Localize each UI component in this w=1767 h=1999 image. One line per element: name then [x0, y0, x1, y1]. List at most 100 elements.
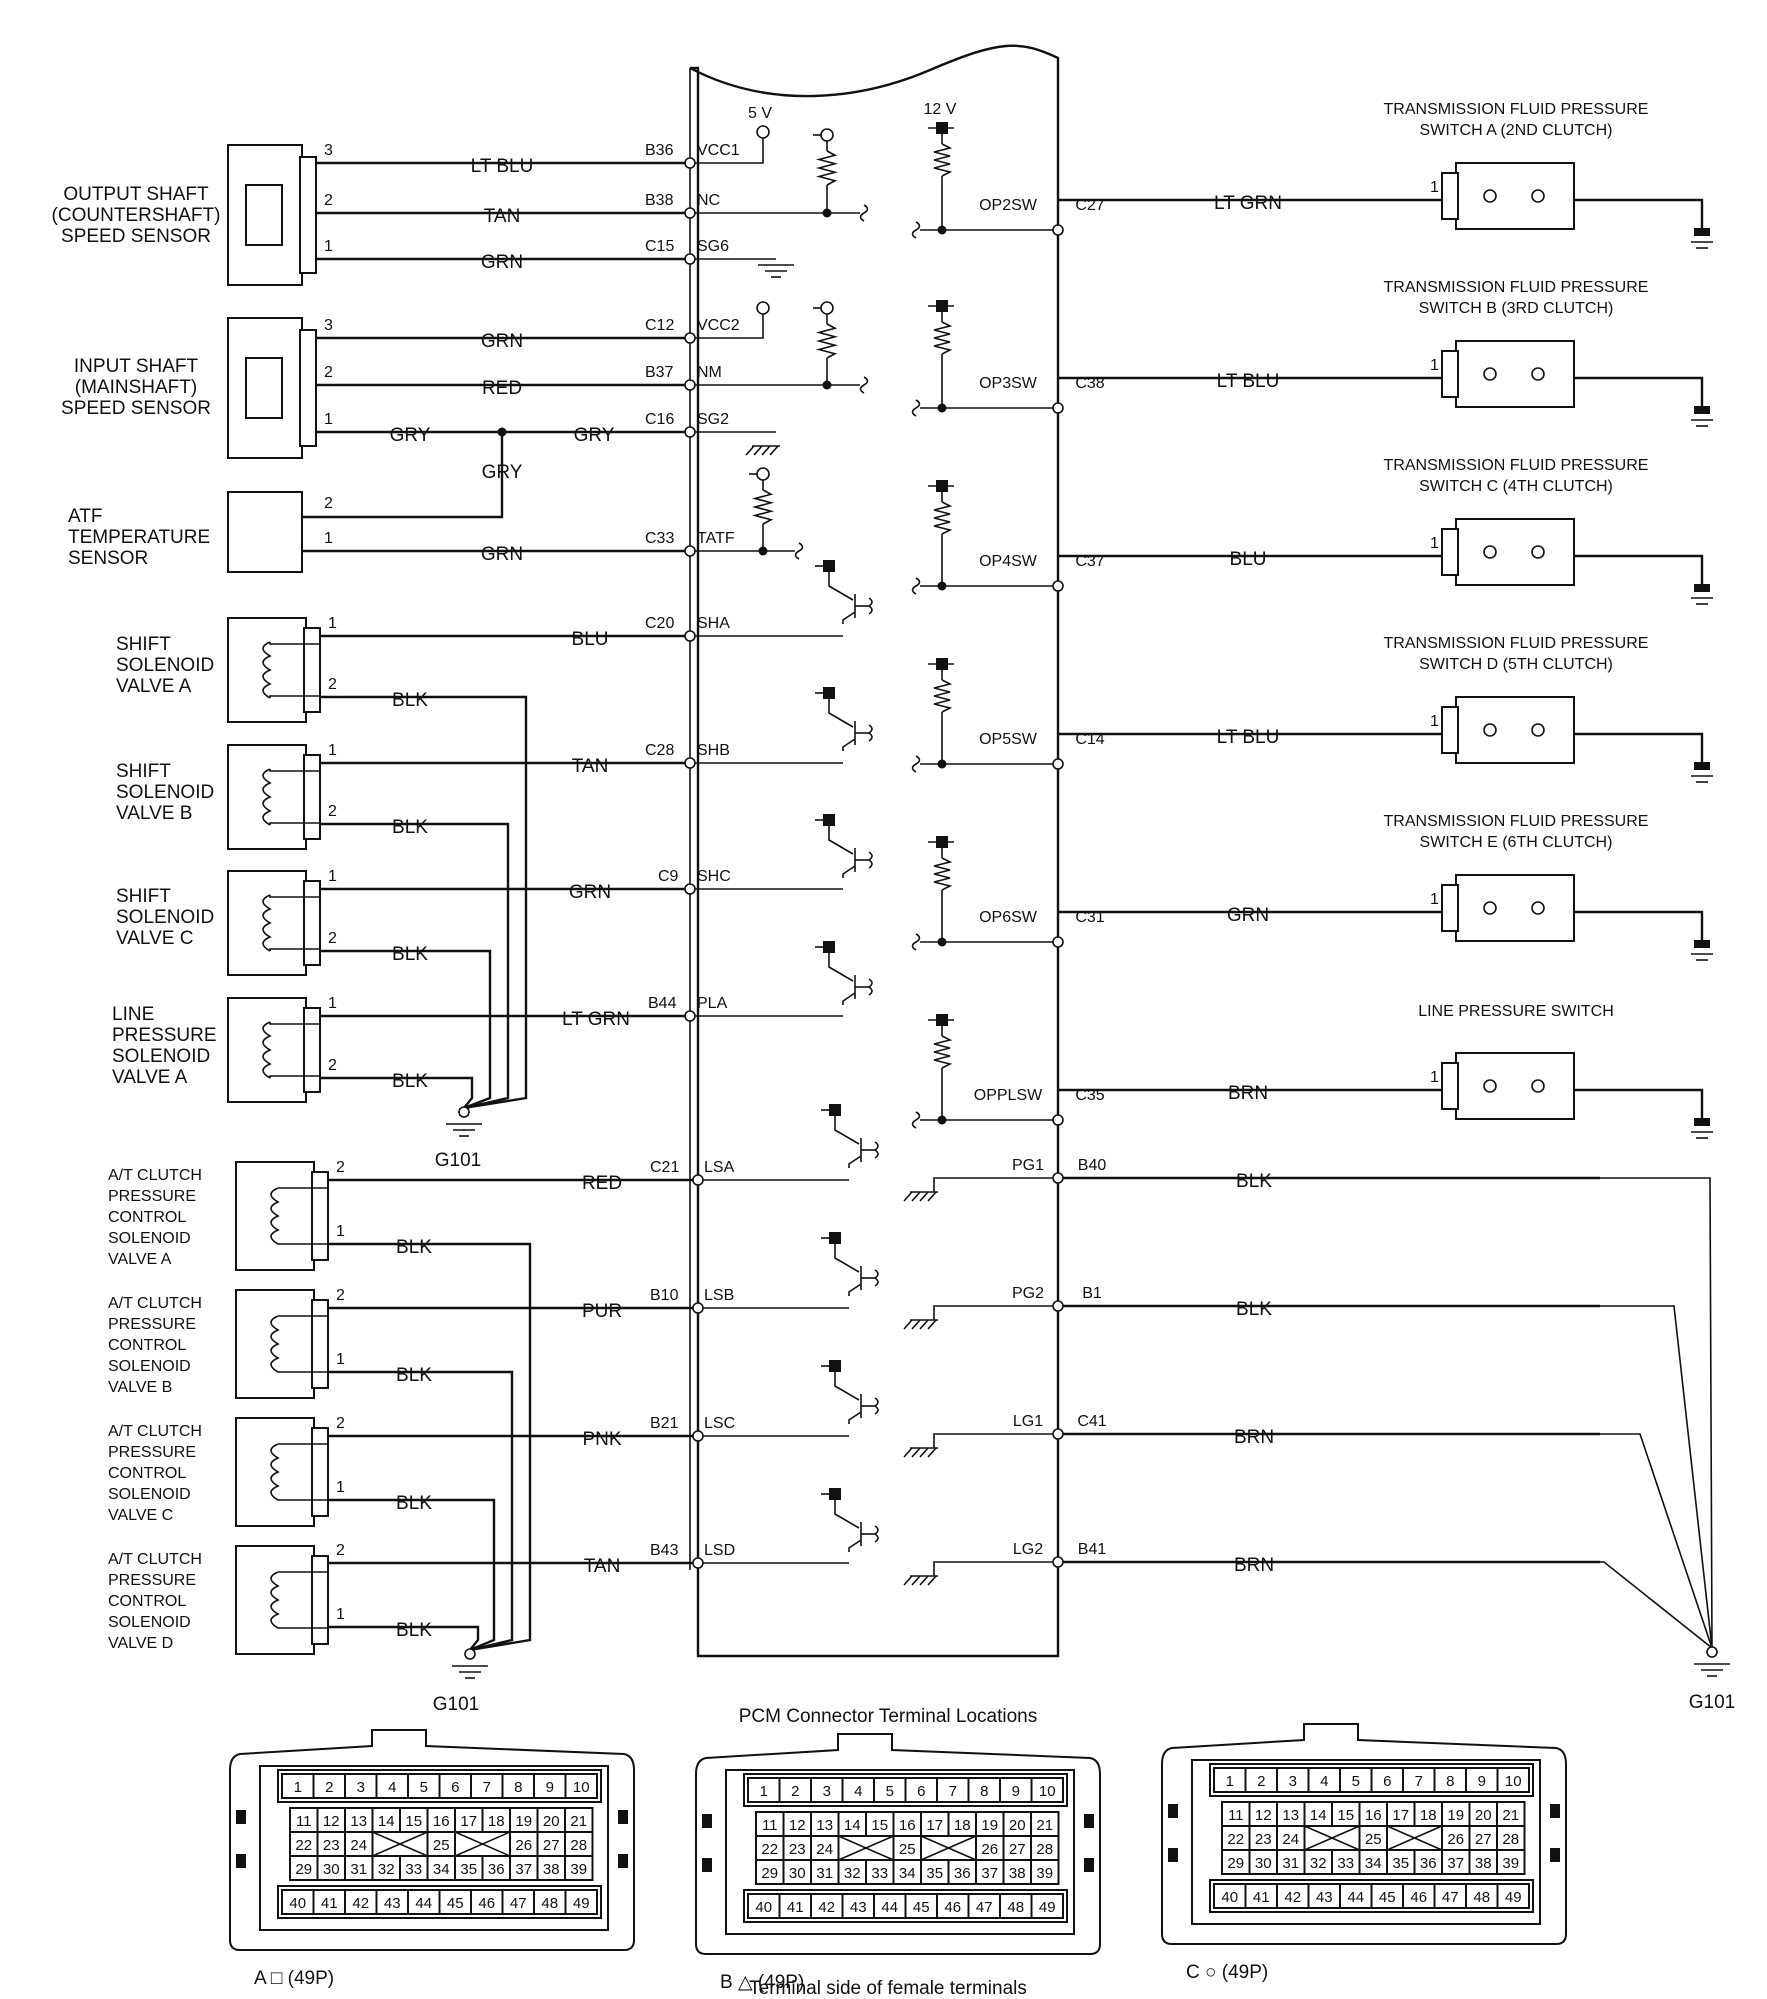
- solenoid-name: SHIFT: [116, 634, 171, 655]
- pcm-terminal-id: B10: [650, 1287, 679, 1304]
- pcm-terminal-id: C12: [645, 317, 674, 334]
- terminal-cell: [837, 1859, 867, 1885]
- solenoid-name: PRESSURE: [108, 1444, 196, 1461]
- contact: [1531, 723, 1545, 737]
- wire-color-label: BLU: [572, 629, 609, 650]
- pin-number: 2: [336, 1415, 345, 1432]
- terminal-cell: [454, 1855, 484, 1881]
- ground-hatch: [761, 445, 771, 456]
- pcm-signal-name: NC: [697, 192, 720, 209]
- pcm-terminal-node: [1052, 580, 1064, 592]
- terminal-number: 31: [350, 1861, 367, 1878]
- ground-icon: [1691, 762, 1713, 783]
- latch: [236, 1810, 246, 1824]
- pullup-resistor-icon: [933, 1035, 953, 1069]
- blank-cross: [1386, 1825, 1443, 1851]
- pcm-terminal-node: [1052, 1556, 1064, 1568]
- connector-label: B △ (49P): [720, 1972, 804, 1993]
- wire-color-label: BLK: [396, 1620, 432, 1641]
- terminal-number: 49: [1039, 1899, 1056, 1916]
- terminal-cell: [1402, 1767, 1436, 1793]
- terminal-number: 11: [1228, 1807, 1244, 1824]
- terminal-number: 47: [1442, 1889, 1459, 1906]
- terminal-number: 15: [1337, 1807, 1354, 1824]
- terminal-number: 3: [357, 1779, 365, 1796]
- solenoid-name: PRESSURE: [108, 1316, 196, 1333]
- solenoid-name: SOLENOID: [112, 1046, 210, 1067]
- terminal-cell: [1030, 1835, 1060, 1861]
- supply-terminal: [823, 687, 835, 699]
- latch: [1168, 1804, 1178, 1818]
- transistor-icon: [815, 814, 873, 878]
- contact: [1531, 545, 1545, 559]
- solenoid-name: PRESSURE: [108, 1188, 196, 1205]
- contact: [1483, 545, 1497, 559]
- solenoid-name: VALVE C: [116, 928, 193, 949]
- terminal-cell: [1030, 1859, 1060, 1885]
- pullup-resistor-icon: [933, 321, 953, 355]
- supply-5v-label: 5 V: [748, 105, 772, 122]
- terminal-number: 35: [1392, 1855, 1409, 1872]
- terminal-cell: [755, 1859, 785, 1885]
- terminal-number: 12: [789, 1817, 806, 1834]
- break-mark: [867, 851, 873, 869]
- pcm-terminal-node: [1052, 1428, 1064, 1440]
- solenoid-name: SHIFT: [116, 886, 171, 907]
- logic-ground-icon: [903, 1191, 938, 1202]
- pcm-signal-name: SHB: [697, 742, 730, 759]
- pcm-signal-name: TATF: [697, 530, 735, 547]
- pin-number: 2: [328, 676, 337, 693]
- terminal-number: 6: [1383, 1773, 1391, 1790]
- terminal-cell: [1465, 1883, 1499, 1909]
- ground-hatch: [919, 1191, 929, 1202]
- supply-node: [756, 467, 770, 481]
- terminal-number: 19: [1447, 1807, 1464, 1824]
- pcm-signal-name: OP5SW: [979, 731, 1038, 748]
- coil: [262, 1021, 272, 1079]
- pullup-resistor-icon: [751, 489, 775, 525]
- terminal-cell: [407, 1889, 441, 1915]
- connector-tab: [299, 156, 317, 274]
- supply-node: [820, 301, 834, 315]
- atf-sensor-name: SENSOR: [68, 548, 148, 569]
- wire-pcm-ground-to-g101: [1600, 1305, 1713, 1649]
- terminal-number: 41: [1253, 1889, 1270, 1906]
- wire-blk-to-ground: [446, 1242, 532, 1652]
- coil: [262, 894, 272, 952]
- pcm-terminal-id: C21: [650, 1159, 679, 1176]
- terminal-number: 32: [844, 1865, 861, 1882]
- ground-block: [1694, 940, 1710, 948]
- blank-cross: [372, 1831, 428, 1857]
- pin-number: 3: [324, 142, 333, 159]
- wire-break-mark: [911, 399, 921, 417]
- vcc2-internal: [690, 314, 764, 339]
- terminal-cell: [470, 1889, 504, 1915]
- terminal-number: 41: [787, 1899, 804, 1916]
- coil-lead: [269, 948, 320, 951]
- transistor-icon: [821, 1360, 879, 1424]
- ground-hatch: [903, 1447, 913, 1458]
- ground-block: [1694, 228, 1710, 236]
- clutch-solenoid-1-box: [235, 1289, 315, 1399]
- pcm-terminal-node: [1052, 1300, 1064, 1312]
- terminal-number: 43: [384, 1895, 401, 1912]
- wire-break-mark: [911, 755, 921, 773]
- emitter: [842, 738, 856, 751]
- terminal-number: 48: [1473, 1889, 1490, 1906]
- pin-number: 2: [336, 1159, 345, 1176]
- blank-cross: [920, 1835, 977, 1861]
- terminal-number: 43: [850, 1899, 867, 1916]
- switch-title: TRANSMISSION FLUID PRESSURE: [1384, 101, 1649, 118]
- break-mark: [873, 1269, 879, 1287]
- solenoid-name: VALVE A: [116, 676, 192, 697]
- terminal-number: 29: [1227, 1855, 1244, 1872]
- solenoid-name: VALVE B: [116, 803, 192, 824]
- terminal-cell: [1496, 1883, 1530, 1909]
- pcm-terminal-id: C35: [1075, 1087, 1104, 1104]
- terminal-number: 15: [871, 1817, 888, 1834]
- ground-hatch: [927, 1575, 937, 1586]
- ground-hatch: [927, 1447, 937, 1458]
- ground-node: [464, 1648, 476, 1660]
- terminal-number: 24: [1282, 1831, 1299, 1848]
